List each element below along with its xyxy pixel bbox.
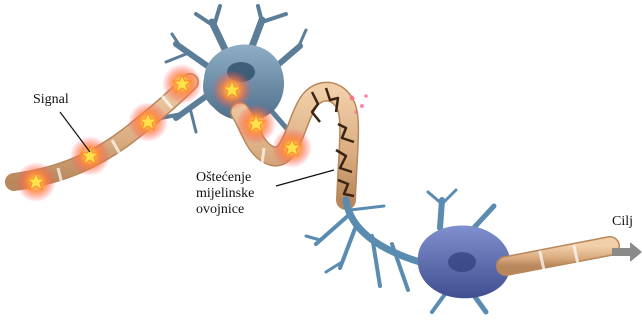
myelin-damage-label: Oštećenje mijelinske ovojnice — [196, 170, 254, 218]
signal-star-icon — [128, 102, 168, 142]
target-label: Cilj — [612, 214, 633, 230]
damage-leader-line — [276, 170, 334, 186]
damage-label-line-3: ovojnice — [196, 202, 254, 218]
signal-label: Signal — [33, 92, 69, 108]
damage-label-line-2: mijelinske — [196, 186, 254, 202]
signal-star-icon — [212, 70, 252, 110]
signal-star-icon — [272, 128, 312, 168]
damage-label-line-1: Oštećenje — [196, 170, 254, 186]
signal-star-icon — [70, 136, 110, 176]
signal-star-icon — [162, 64, 202, 104]
bottom-outgoing-axon — [506, 246, 610, 270]
signal-star-icon — [236, 104, 276, 144]
signal-star-icon — [16, 162, 56, 202]
bottom-neuron-nucleus — [448, 252, 476, 272]
